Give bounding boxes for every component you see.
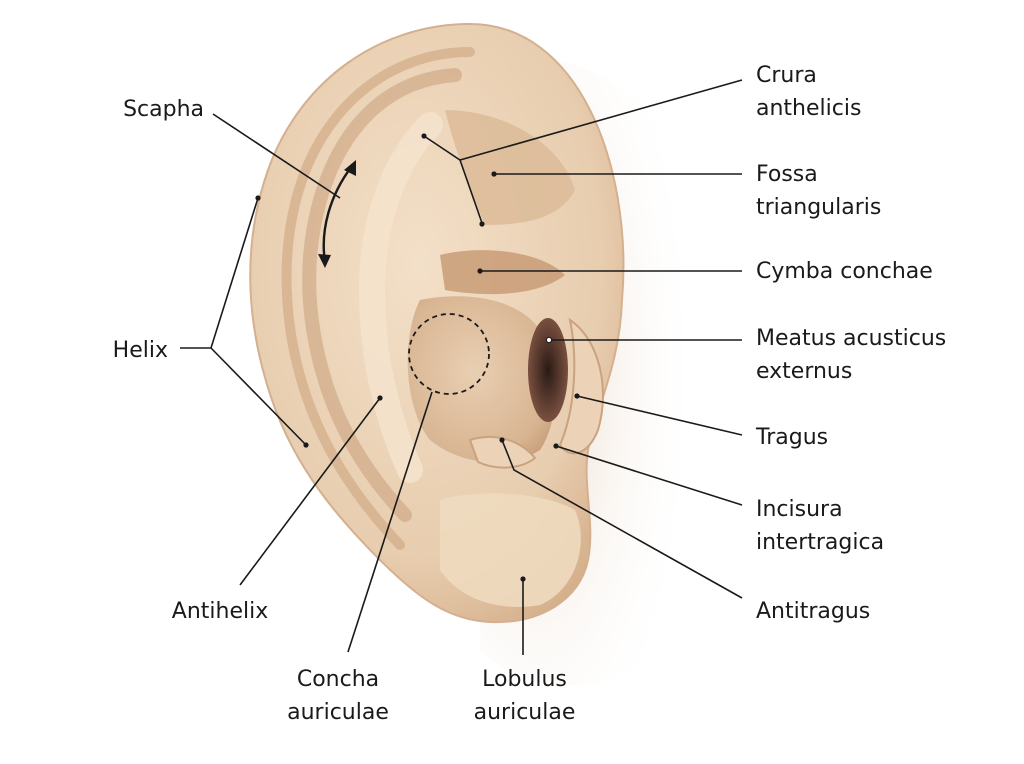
antihelix-ridge: [358, 112, 443, 483]
label-lobulus-line-2: auriculae: [473, 700, 576, 725]
label-lobulus-auriculae: Lobulus auriculae: [452, 663, 597, 729]
anchor-dots: [255, 133, 580, 582]
label-concha-line-1: Concha: [296, 667, 380, 692]
label-scapha-line-1: Scapha: [123, 97, 204, 122]
label-antitragus-line-1: Antitragus: [756, 599, 871, 624]
scapha-groove: [302, 68, 462, 522]
leader-helix: [180, 197, 307, 446]
label-antitragus: Antitragus: [756, 595, 1006, 628]
leader-scapha: [212, 113, 341, 199]
scapha-arrowhead-bottom: [318, 254, 331, 268]
leader-crura: [423, 79, 743, 224]
label-incisura-line-1: Incisura: [756, 497, 843, 522]
label-cymba-conchae: Cymba conchae: [756, 255, 1006, 288]
label-concha-auriculae: Concha auriculae: [268, 663, 408, 729]
label-crura-line-1: Crura: [756, 63, 817, 88]
lobule-shape: [440, 493, 581, 607]
label-antihelix: Antihelix: [150, 595, 290, 628]
cymba-conchae-area: [440, 250, 565, 295]
label-fossa-triangularis: Fossa triangularis: [756, 158, 1006, 224]
concha-bowl: [407, 296, 555, 463]
scapha-arrow: [322, 165, 353, 263]
leader-incisura: [555, 445, 743, 506]
label-scapha: Scapha: [100, 93, 204, 126]
leader-tragus: [576, 395, 743, 436]
label-incisura-line-2: intertragica: [756, 530, 885, 555]
label-lobulus-line-1: Lobulus: [482, 667, 567, 692]
label-cymba-line-1: Cymba conchae: [756, 259, 933, 284]
label-tragus: Tragus: [756, 421, 1006, 454]
label-fossa-line-1: Fossa: [756, 162, 818, 187]
helix-rim: [281, 47, 475, 550]
label-antihelix-line-1: Antihelix: [171, 599, 269, 624]
concha-marker-circle: [408, 313, 490, 395]
label-crura-anthelicis: Crura anthelicis: [756, 59, 1006, 125]
label-fossa-line-2: triangularis: [756, 195, 882, 220]
label-incisura-intertragica: Incisura intertragica: [756, 493, 1006, 559]
label-helix-line-1: Helix: [112, 338, 168, 363]
label-tragus-line-1: Tragus: [756, 425, 829, 450]
leader-antihelix: [239, 397, 381, 586]
external-meatus: [528, 318, 568, 422]
leader-concha: [347, 391, 433, 653]
label-meatus-line-2: externus: [756, 359, 853, 384]
leader-lines: [180, 79, 743, 655]
fossa-triangularis-area: [445, 110, 575, 225]
label-concha-line-2: auriculae: [287, 700, 389, 725]
label-meatus-acusticus-externus: Meatus acusticus externus: [756, 322, 1016, 388]
label-meatus-line-1: Meatus acusticus: [756, 326, 947, 351]
label-crura-line-2: anthelicis: [756, 96, 862, 121]
leader-antitragus: [501, 439, 743, 599]
scapha-arrowhead-top: [344, 160, 356, 176]
antitragus-shape: [468, 435, 537, 469]
label-helix: Helix: [90, 334, 168, 367]
